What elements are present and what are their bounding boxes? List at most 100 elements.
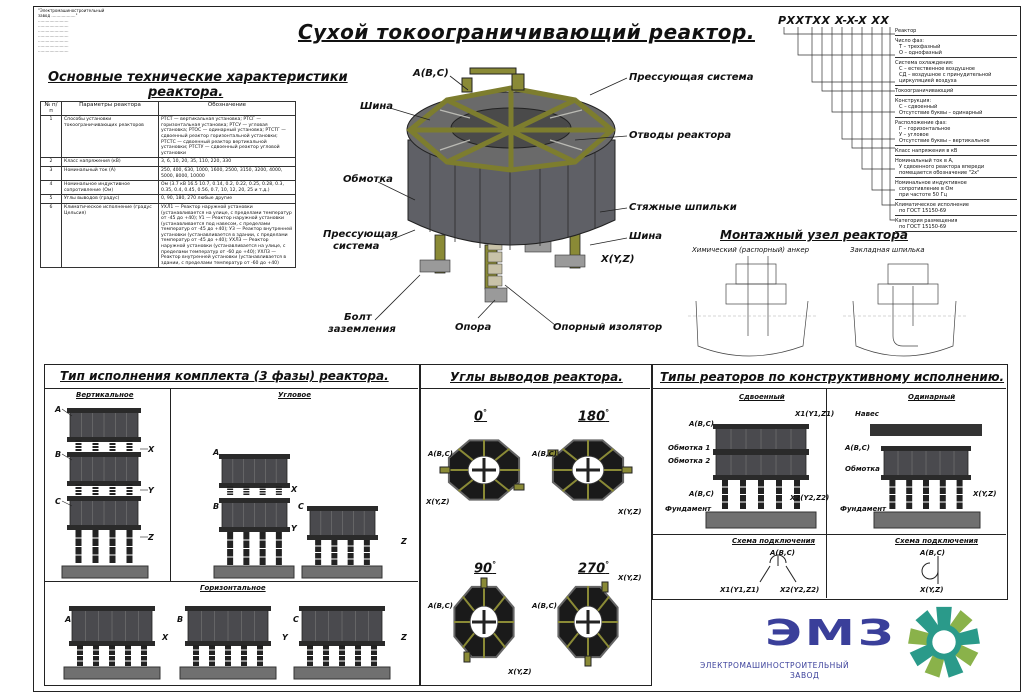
angular-insulators-c xyxy=(315,540,370,565)
gear-tooth xyxy=(956,628,980,646)
label-xyz-main: X(Y,Z) xyxy=(601,254,635,265)
single-xyz: X(Y,Z) xyxy=(973,490,997,498)
construction-panel xyxy=(652,364,1008,600)
scheme-single-abc: A(B,C) xyxy=(920,549,945,557)
code-row: Класс напряжения в кВ xyxy=(895,148,1017,156)
horizontal-insulators-b xyxy=(193,645,263,666)
col-desc-header: Обозначение xyxy=(158,100,296,117)
horizontal-phase-c-unit xyxy=(299,606,385,646)
single-canopy: Навес xyxy=(855,410,879,418)
angle-180-degree: 180° xyxy=(578,408,610,425)
single-abc: A(B,C) xyxy=(845,444,870,452)
code-row-line: Номинальный ток в А, xyxy=(895,158,954,164)
horizontal-label: Горизонтальное xyxy=(200,584,266,592)
angle-90-input-label: A(B,C) xyxy=(428,602,453,610)
vertical-insulators-ab xyxy=(75,440,133,451)
gear-icon xyxy=(908,606,980,678)
gear-tooth xyxy=(908,628,932,646)
code-bracket-lines xyxy=(783,27,895,221)
set-types-divider-v xyxy=(170,388,171,581)
single-scheme-label: Схема подключения xyxy=(895,537,979,545)
company-header-line: ........................ xyxy=(38,18,69,23)
code-row: Токоограничивающий xyxy=(895,88,1017,96)
label-press-system: Прессующая система xyxy=(629,72,754,83)
angular-phase-y: Y xyxy=(291,524,297,533)
angle-0-output-label: X(Y,Z) xyxy=(426,498,450,506)
double-abc2: A(B,C) xyxy=(689,490,714,498)
double-abc1: A(B,C) xyxy=(689,420,714,428)
vertical-phase-a-unit xyxy=(67,408,141,442)
code-row-line: С – сдвоенный xyxy=(899,104,938,110)
label-press-system2-l1: Прессующая xyxy=(323,229,398,240)
code-row-line: сопротивление в Ом xyxy=(899,186,954,192)
construction-divider-h xyxy=(652,534,1006,535)
double-insulators xyxy=(722,480,800,509)
code-row-line: Отсутствие буквы – одинарный xyxy=(899,110,983,116)
leader-line xyxy=(61,408,73,417)
code-row-line: Конструкция: xyxy=(895,98,932,104)
company-header-line: ........................ xyxy=(38,33,69,38)
set-types-title: Тип исполнения комплекта (3 фазы) реакто… xyxy=(60,369,389,383)
canopy xyxy=(870,424,982,436)
code-row-line: Реактор xyxy=(895,28,917,34)
code-row-line: У сдвоенного реактора впереди xyxy=(899,164,985,170)
label-taps: Отводы реактора xyxy=(629,130,732,141)
company-header-line: ........................ xyxy=(38,28,69,33)
mount-embed-stud: Закладная шпилька xyxy=(850,246,925,254)
leader-line xyxy=(61,500,73,507)
horiz-phase-c: C xyxy=(293,615,299,624)
single-winding-unit xyxy=(881,446,971,480)
leader-line xyxy=(61,453,73,461)
vertical-insulators-base xyxy=(75,530,133,563)
angles-title: Углы выводов реактора. xyxy=(450,370,623,384)
code-row-line: Номинальное индуктивное xyxy=(895,180,967,186)
angular-phase-a: A xyxy=(213,448,220,457)
code-row-line: Отсутствие буквы – вертикальное xyxy=(899,138,990,144)
horizontal-foundation-a xyxy=(63,666,161,680)
double-scheme-symbol xyxy=(759,554,797,583)
angular-phase-b: B xyxy=(213,502,220,511)
construction-divider-top xyxy=(652,388,1006,389)
vertical-insulators-bc xyxy=(75,484,133,495)
double-winding1: Обмотка 1 xyxy=(668,444,711,452)
angle-0-reactor xyxy=(439,439,525,501)
single-foundation-block xyxy=(873,511,981,529)
construction-title: Типы реаторов по конструктивному исполне… xyxy=(660,370,1005,384)
scheme-double-abc: A(B,C) xyxy=(770,549,795,557)
label-bolt-l1: Болт xyxy=(344,312,372,323)
label-busbar-top: Шина xyxy=(360,101,394,112)
vertical-phase-y: Y xyxy=(148,486,154,495)
angular-phase-c: C xyxy=(298,502,304,511)
scheme-single-xyz: X(Y,Z) xyxy=(920,586,944,594)
label-insulator: Опорный изолятор xyxy=(553,322,663,333)
angular-phase-a-unit xyxy=(219,454,290,488)
set-types-panel xyxy=(44,364,420,686)
angle-180-input-label: A(B,C) xyxy=(532,450,557,458)
vertical-phase-b-unit xyxy=(67,452,141,486)
code-row-line: У – угловое xyxy=(899,132,929,138)
angular-foundation-c xyxy=(301,565,383,579)
angular-label: Угловое xyxy=(278,391,311,399)
degree-sign: ° xyxy=(605,408,610,417)
company-header-line: ........................ xyxy=(38,48,69,53)
code-row-line: при частоте 50 Гц xyxy=(899,192,948,198)
vertical-foundation xyxy=(61,565,149,579)
vertical-phase-c-unit xyxy=(67,496,141,530)
angular-insulators-ab xyxy=(227,486,282,495)
angle-90-degree: 90° xyxy=(474,560,497,577)
vertical-phase-a: A xyxy=(55,405,62,414)
horizontal-phase-a-unit xyxy=(69,606,155,646)
angular-foundation xyxy=(213,565,295,579)
label-studs: Стяжные шпильки xyxy=(629,202,737,213)
code-row-line: О – однофазный xyxy=(899,50,942,56)
label-press-system2-l2: система xyxy=(333,241,380,252)
angle-270-input-label: A(B,C) xyxy=(532,602,557,610)
set-types-divider-top xyxy=(44,388,418,389)
